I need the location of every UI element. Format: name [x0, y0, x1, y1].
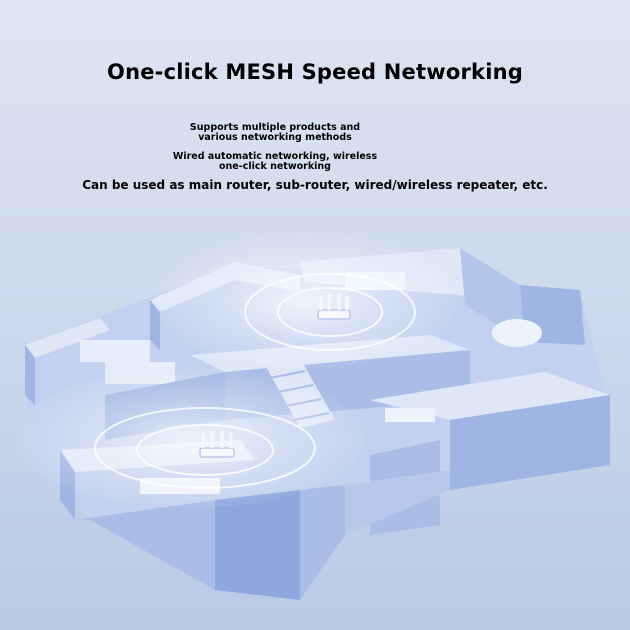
feature-line: various networking methods — [198, 132, 352, 143]
dining-area — [370, 372, 610, 535]
signal-zone-lower — [15, 368, 365, 508]
bathtub — [492, 319, 542, 347]
router-icon — [317, 294, 351, 320]
page-title: One-click MESH Speed Networking — [107, 60, 523, 84]
usage-line: Can be used as main router, sub-router, … — [82, 178, 548, 192]
signal-zone-upper — [153, 232, 457, 368]
router-icon — [199, 431, 235, 458]
feature-multiple-products: Supports multiple products and various n… — [0, 123, 590, 143]
feature-line: one-click networking — [219, 161, 331, 172]
dining-table — [385, 408, 435, 422]
feature-networking-methods: Wired automatic networking, wireless one… — [0, 152, 590, 172]
feature-line: Supports multiple products and — [189, 122, 361, 133]
front-walls — [215, 470, 450, 600]
bed — [80, 340, 150, 362]
feature-line: Wired automatic networking, wireless — [172, 151, 378, 162]
